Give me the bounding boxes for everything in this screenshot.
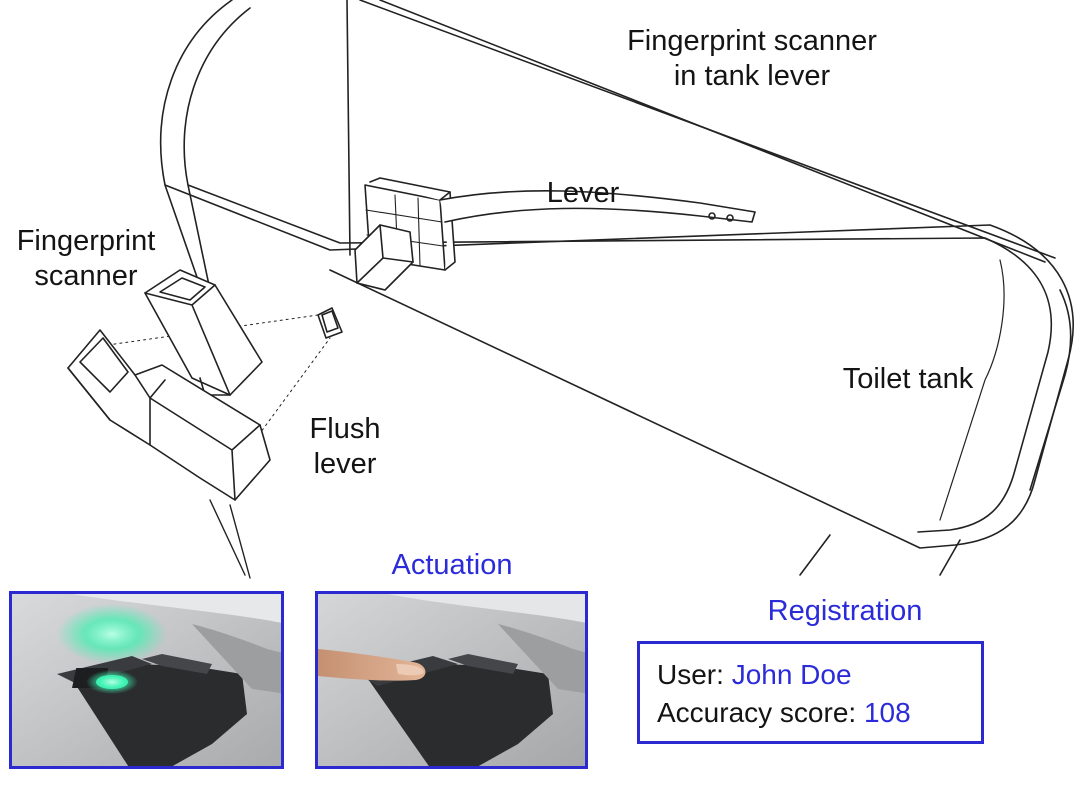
label-fingerprint-scanner-line2: scanner xyxy=(0,259,172,294)
scanner-glow-illustration xyxy=(12,594,284,769)
label-scanner-in-lever-line2: in tank lever xyxy=(598,59,906,94)
tank-line-drawing xyxy=(0,0,1080,590)
label-flush-lever-line1: Flush xyxy=(290,412,400,447)
label-registration: Registration xyxy=(740,594,950,629)
registration-score-row: Accuracy score: 108 xyxy=(657,694,981,732)
label-scanner-in-lever-line1: Fingerprint scanner xyxy=(598,24,906,59)
label-flush-lever-line2: lever xyxy=(290,447,400,482)
finger-on-scanner-illustration xyxy=(318,594,588,769)
photo-finger-on-scanner xyxy=(315,591,588,769)
photo-scanner-glow xyxy=(9,591,284,769)
registration-panel: User: John Doe Accuracy score: 108 xyxy=(637,641,984,744)
label-lever: Lever xyxy=(535,176,631,211)
label-fingerprint-scanner: Fingerprint scanner xyxy=(0,224,172,294)
label-toilet-tank: Toilet tank xyxy=(822,362,994,397)
label-scanner-in-lever: Fingerprint scanner in tank lever xyxy=(598,24,906,94)
label-flush-lever: Flush lever xyxy=(290,412,400,482)
score-value: 108 xyxy=(864,697,911,728)
user-label: User: xyxy=(657,659,724,690)
label-fingerprint-scanner-line1: Fingerprint xyxy=(0,224,172,259)
score-label: Accuracy score: xyxy=(657,697,856,728)
label-actuation: Actuation xyxy=(370,548,534,583)
registration-user-row: User: John Doe xyxy=(657,656,981,694)
user-value: John Doe xyxy=(732,659,852,690)
